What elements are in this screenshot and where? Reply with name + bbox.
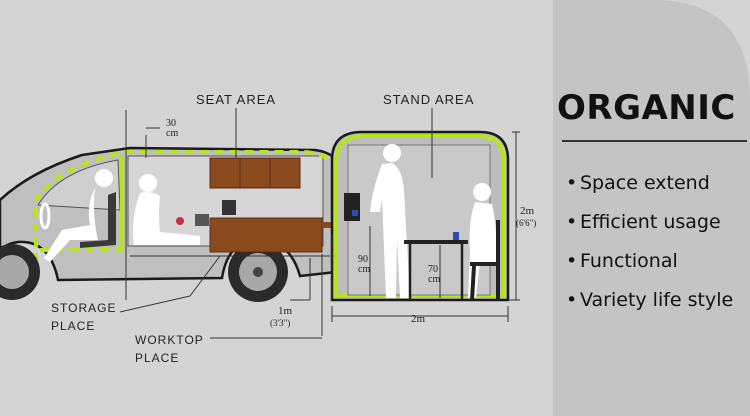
dim-2m-height-value: 2m — [520, 205, 535, 217]
seat-area-label: SEAT AREA — [196, 92, 276, 107]
module-table — [404, 240, 468, 300]
feature-item: •Variety life style — [566, 289, 734, 311]
dim-2m-width-value: 2m — [411, 313, 426, 325]
driver-seat — [80, 192, 116, 248]
dim-1m-value: 1m — [278, 305, 293, 317]
driver-figure — [39, 169, 113, 262]
front-wheel — [0, 244, 40, 300]
standing-person — [370, 144, 410, 298]
panel-title: ORGANIC — [557, 88, 736, 128]
stand-area-outline — [334, 134, 506, 298]
small-appliance — [222, 200, 236, 215]
stand-area-window — [347, 144, 491, 296]
panel-shape — [553, 0, 750, 416]
module-chair — [470, 220, 500, 300]
feature-label: Variety life style — [580, 289, 734, 311]
feature-label: Space extend — [580, 172, 710, 194]
overhead-cabinets — [209, 157, 301, 189]
diagram-canvas: SEAT AREA STAND AREA STORAGE PLACE WORKT… — [0, 92, 536, 365]
feature-label: Efficient usage — [580, 211, 721, 233]
feature-item: •Space extend — [566, 172, 710, 194]
worktop-label-1: WORKTOP — [135, 333, 204, 347]
dim-1m-sub: (3'3") — [270, 318, 290, 328]
dim-2m-height-sub: (6'6") — [516, 218, 536, 228]
worktop — [209, 217, 323, 253]
mug — [453, 232, 459, 240]
info-panel — [553, 0, 750, 416]
dim-90-value: 90 — [358, 254, 368, 265]
feature-item: •Functional — [566, 250, 678, 272]
rear-wheel — [228, 242, 288, 302]
stand-area-label: STAND AREA — [383, 92, 474, 107]
dimension-lines — [119, 108, 520, 339]
cup — [176, 217, 184, 225]
dim-90-unit: cm — [358, 264, 370, 275]
dim-70-unit: cm — [428, 274, 440, 285]
feature-label: Functional — [580, 250, 678, 272]
seated-person — [132, 174, 200, 245]
storage-label-2: PLACE — [51, 319, 95, 333]
dim-30-value: 30 — [166, 118, 176, 129]
dim-30-unit: cm — [166, 128, 178, 139]
worktop-label-2: PLACE — [135, 351, 179, 365]
laptop — [195, 214, 209, 226]
interior-outline — [34, 150, 334, 262]
coffee-maker — [344, 193, 360, 221]
panel-divider — [562, 140, 747, 142]
dim-70-value: 70 — [428, 264, 438, 275]
storage-label-1: STORAGE — [51, 301, 116, 315]
feature-item: •Efficient usage — [566, 211, 721, 233]
